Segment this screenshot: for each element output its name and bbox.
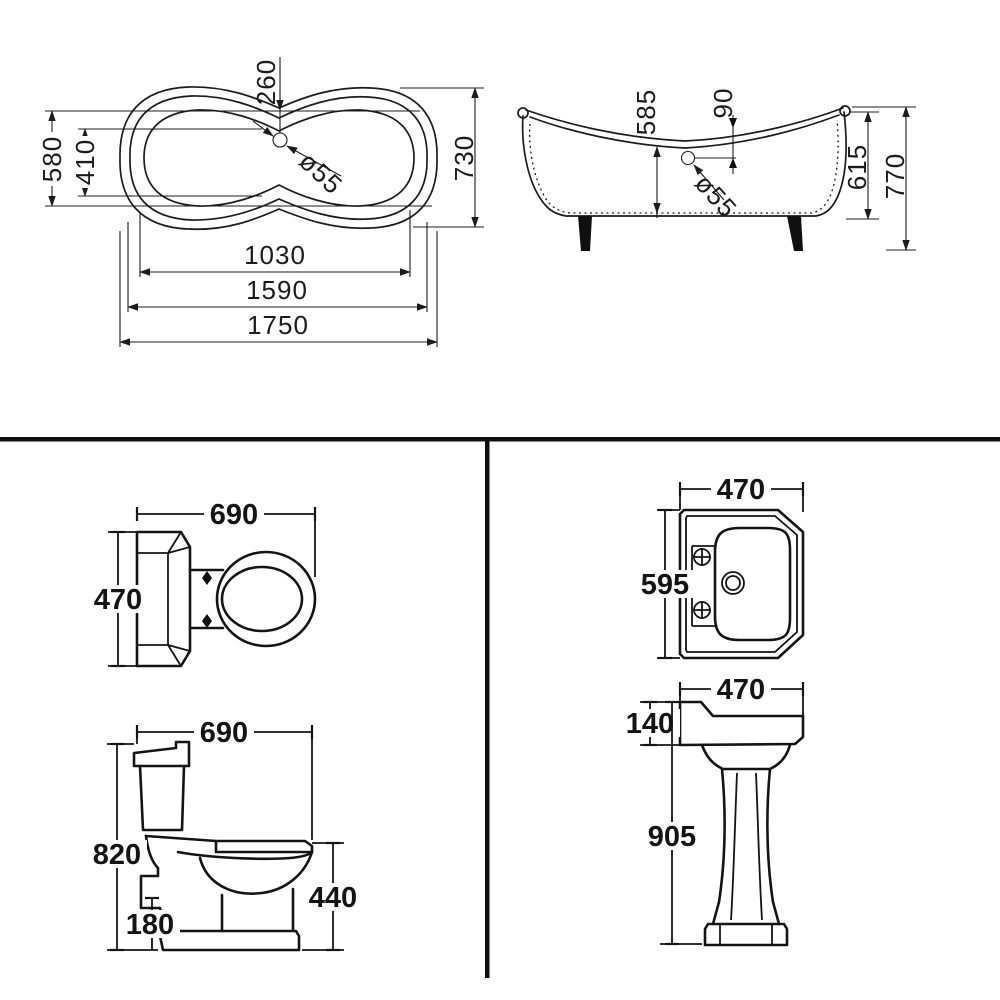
divider-vertical <box>485 440 490 978</box>
toilet-base <box>158 929 301 952</box>
dim-tub-basin-width: 410 <box>70 139 100 185</box>
dim-basin-rim-depth: 140 <box>626 708 674 740</box>
toilet-plan-view: 690 470 <box>88 499 317 668</box>
bathtub-side-view: 585 90 ø55 615 770 <box>517 88 916 251</box>
tub-rim-inner-outline <box>129 95 428 221</box>
seat-hinge-bottom <box>202 614 212 628</box>
bathtub-plan-view: 260 ø55 580 410 730 1030 1590 <box>37 57 484 347</box>
pedestal-base <box>703 922 789 947</box>
dim-toilet-side-depth: 690 <box>200 717 248 749</box>
toilet-seat-side <box>214 839 314 854</box>
dim-basin-plan-width: 470 <box>717 474 765 506</box>
basin-bowl <box>713 526 792 642</box>
basin-plan-view: 470 595 <box>635 474 805 660</box>
tub-side-rim-outer <box>525 107 844 142</box>
toilet-side-view: 690 820 180 440 <box>87 717 363 952</box>
basin-inner-rim <box>685 515 798 653</box>
tub-drain <box>272 132 288 148</box>
dim-tub-overall-length: 1750 <box>247 310 309 340</box>
cistern-lid <box>132 740 191 768</box>
dim-tub-drain-drop: 90 <box>708 88 738 119</box>
seat-outer <box>215 550 317 648</box>
dim-toilet-plan-width: 470 <box>94 584 142 616</box>
pedestal-right-edge <box>766 767 781 926</box>
tub-side-body <box>521 111 847 217</box>
basin-outer-outline <box>678 508 805 660</box>
pedestal-left-edge <box>711 767 726 926</box>
basin-side-slab <box>678 700 805 747</box>
pan-back-and-outlet <box>139 834 167 933</box>
basin-drain-inner <box>725 575 741 591</box>
seat-inner <box>220 565 304 633</box>
tub-foot-right <box>787 216 803 251</box>
dim-tub-drain-offset: 260 <box>251 59 281 105</box>
dim-basin-plan-depth: 595 <box>641 569 689 601</box>
divider-horizontal <box>0 437 1000 442</box>
tub-outer-outline <box>119 86 438 231</box>
dim-tub-rim-length: 1590 <box>246 275 308 305</box>
dim-tub-basin-length: 1030 <box>244 240 306 270</box>
bowl-rim-underside <box>176 850 314 861</box>
dim-toilet-plan-length: 690 <box>210 499 258 531</box>
tub-side-rim-inner <box>529 114 840 149</box>
tub-side-drain <box>680 150 696 166</box>
cistern-body <box>138 764 186 832</box>
dim-toilet-outlet-height: 180 <box>126 909 174 941</box>
dim-tub-overall-height: 770 <box>880 153 910 199</box>
dim-tub-rim-height-center: 585 <box>631 89 661 135</box>
dim-basin-side-depth: 470 <box>717 674 765 706</box>
tub-side-inner-dotted <box>528 119 839 214</box>
basin-underside <box>700 743 792 771</box>
dim-toilet-height: 820 <box>93 839 141 871</box>
bowl-belly <box>198 850 314 895</box>
basin-pedestal-view: 470 140 905 <box>620 674 805 947</box>
dim-toilet-pan-height: 440 <box>309 882 357 914</box>
tub-basin-outline <box>143 109 415 207</box>
dim-tub-body-height: 615 <box>842 144 872 190</box>
seat-hinge-top <box>202 571 212 585</box>
dim-basin-total-height: 905 <box>648 821 696 853</box>
dim-tub-rim-width: 580 <box>37 136 67 182</box>
tub-foot-left <box>578 216 592 251</box>
basin-drain-outer <box>721 571 745 595</box>
dim-tub-overall-width: 730 <box>449 135 479 181</box>
